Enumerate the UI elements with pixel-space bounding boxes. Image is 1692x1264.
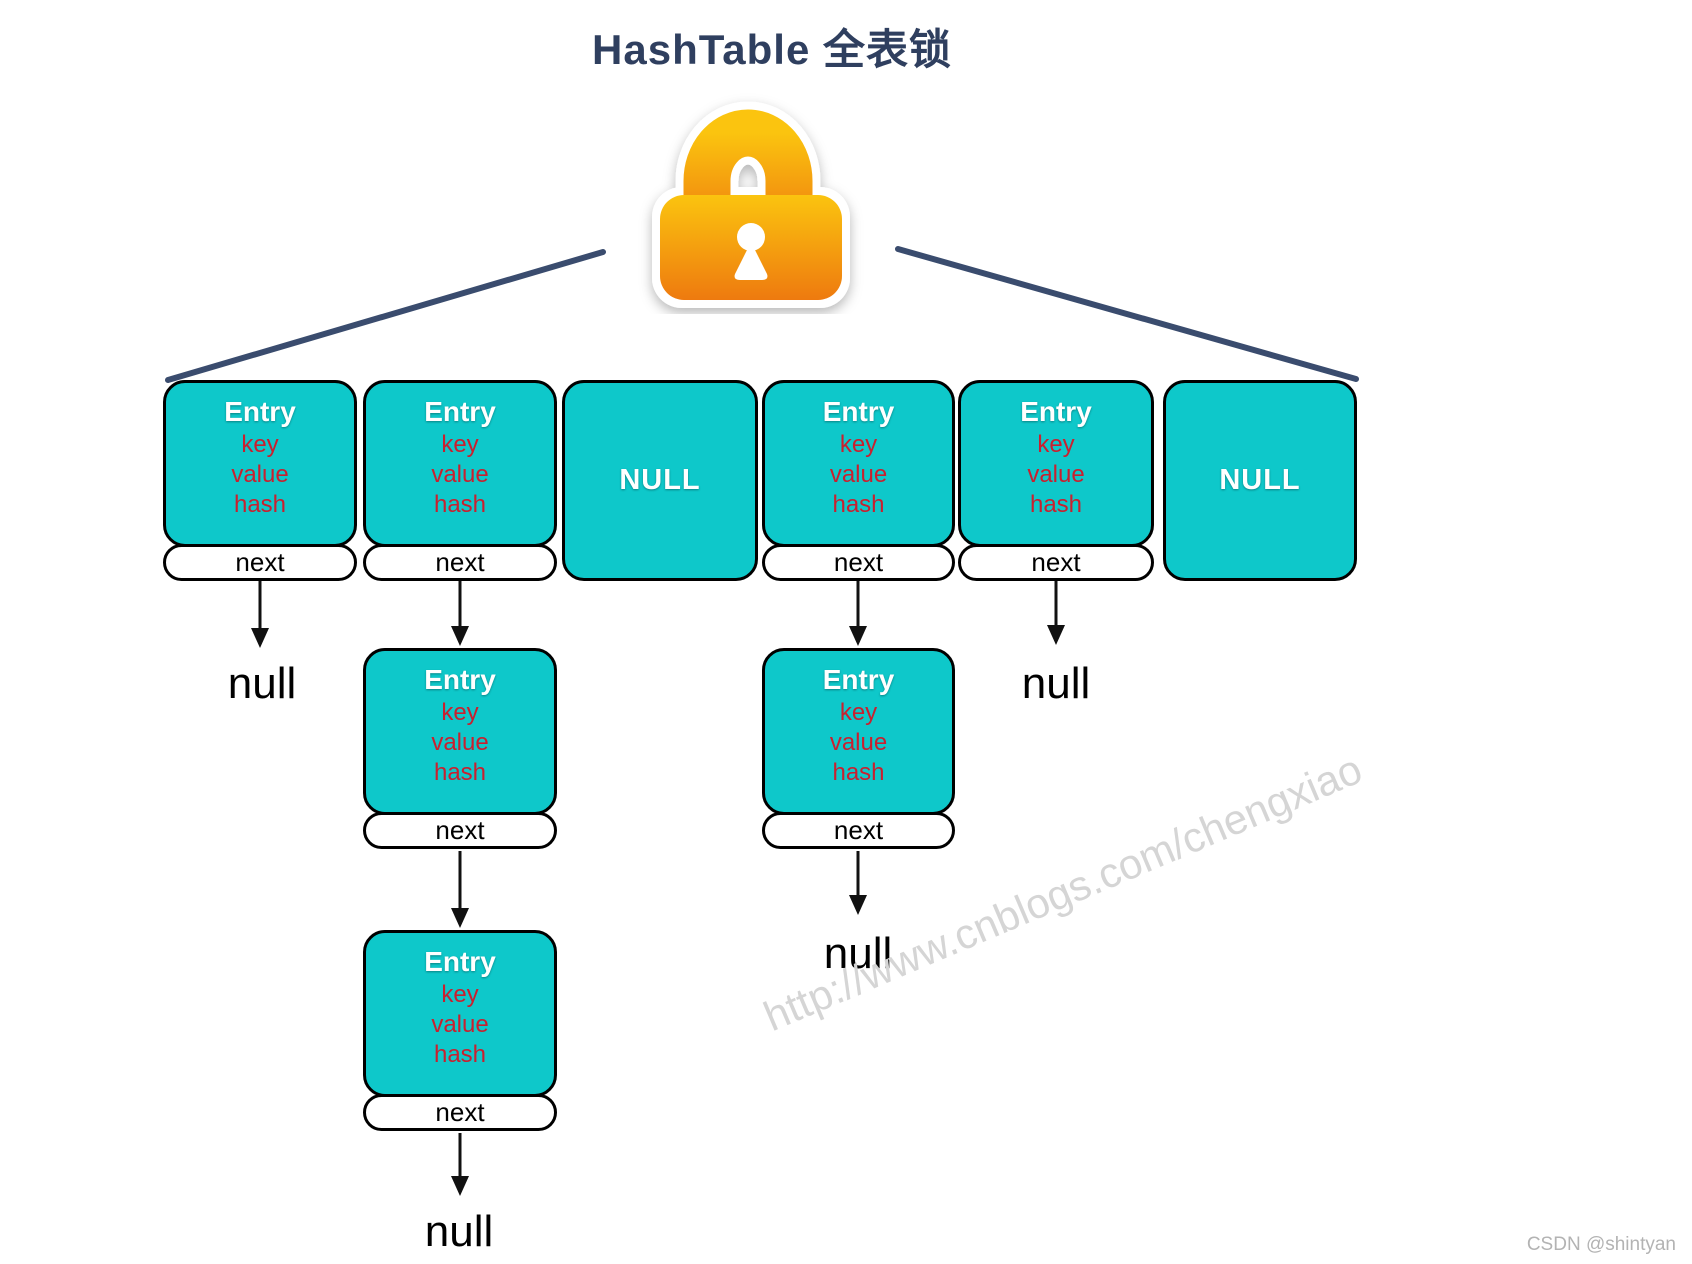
entry-field-hash: hash [1029,491,1083,518]
next-pointer-slot: next [363,812,557,849]
bucket-2-null-node: NULL [562,380,758,581]
chain-1-entry-node-level2: Entry key value hash next [363,648,557,849]
entry-title: Entry [822,396,895,427]
entry-box: Entry key value hash [958,380,1154,547]
entry-field-value: value [431,1011,489,1038]
bucket-5-null-node: NULL [1163,380,1357,581]
entry-field-value: value [829,729,888,756]
entry-box: Entry key value hash [363,648,557,815]
bucket-0-entry-node: Entry key value hash next [163,380,357,581]
credit-text: CSDN @shintyan [1526,1234,1676,1255]
entry-field-hash: hash [233,491,287,518]
entry-field-hash: hash [433,1041,487,1068]
next-pointer-slot: next [762,812,955,849]
bucket-1-entry-node: Entry key value hash next [363,380,557,581]
entry-box: Entry key value hash [163,380,357,547]
entry-field-hash: hash [433,759,487,786]
arrow-bucket1-to-entry [451,580,469,646]
next-pointer-slot: next [363,544,557,581]
arrow-bucket0-to-null [251,580,269,648]
lock-left-connector [165,249,606,383]
entry-title: Entry [424,396,496,427]
page-title: HashTable 全表锁 [592,26,952,73]
arrow-chain1-level2-to-level3 [451,851,469,928]
arrow-bucket4-to-null [1047,580,1065,645]
entry-field-key: key [839,431,878,458]
chain-1-entry-node-level3: Entry key value hash next [363,930,557,1131]
entry-field-hash: hash [832,759,885,786]
entry-title: Entry [822,664,895,695]
next-pointer-slot: next [762,544,955,581]
next-pointer-slot: next [363,1094,557,1131]
bucket-4-entry-node: Entry key value hash next [958,380,1154,581]
entry-field-value: value [431,461,489,488]
next-pointer-slot: next [163,544,357,581]
next-pointer-slot: next [958,544,1154,581]
null-terminator-bucket4: null [1021,659,1091,708]
entry-title: Entry [224,396,296,427]
arrow-chain3-level2-to-null [849,851,867,915]
entry-field-value: value [1027,461,1085,488]
entry-title: Entry [424,664,496,695]
bucket-3-entry-node: Entry key value hash next [762,380,955,581]
entry-box: Entry key value hash [762,648,955,815]
entry-field-value: value [829,461,888,488]
entry-title: Entry [1020,396,1092,427]
lock-right-connector [895,246,1359,382]
null-terminator-chain3: null [823,929,893,978]
entry-box: Entry key value hash [363,930,557,1097]
entry-field-value: value [431,729,489,756]
null-terminator-chain1: null [424,1207,494,1256]
entry-field-key: key [839,699,878,726]
entry-field-key: key [441,981,479,1008]
arrow-chain1-level3-to-null [451,1133,469,1196]
entry-field-hash: hash [433,491,487,518]
entry-field-key: key [441,699,479,726]
entry-field-value: value [231,461,289,488]
entry-field-key: key [441,431,479,458]
entry-box: Entry key value hash [363,380,557,547]
padlock-icon [652,101,850,308]
entry-field-hash: hash [832,491,885,518]
entry-field-key: key [241,431,279,458]
entry-field-key: key [1037,431,1075,458]
entry-title: Entry [424,946,496,977]
entry-box: Entry key value hash [762,380,955,547]
null-terminator-bucket0: null [227,659,297,708]
chain-3-entry-node-level2: Entry key value hash next [762,648,955,849]
arrow-bucket3-to-entry [849,580,867,646]
